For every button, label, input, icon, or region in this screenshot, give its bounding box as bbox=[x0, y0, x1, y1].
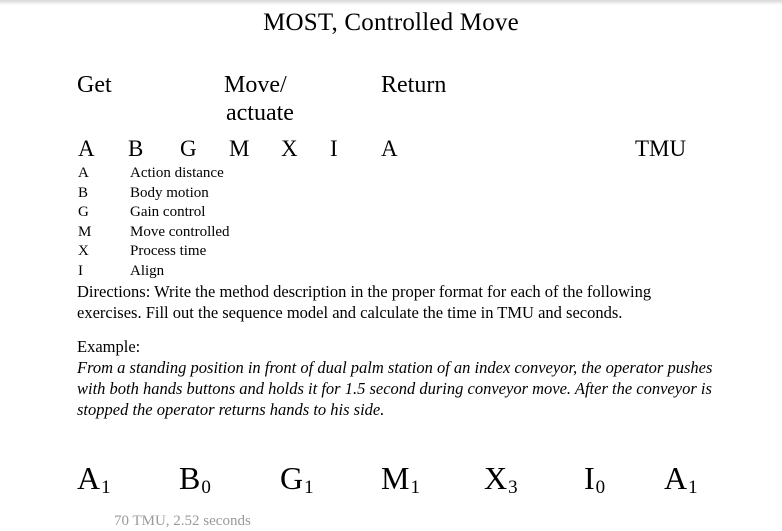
sequence-letter-b: B bbox=[128, 136, 144, 161]
sequence-letter-m: M bbox=[229, 136, 250, 161]
answer-term-letter: I bbox=[584, 460, 595, 496]
legend-description: Align bbox=[130, 262, 165, 279]
legend-list: A Action distance B Body motion G Gain c… bbox=[78, 164, 498, 281]
legend-key: G bbox=[78, 204, 89, 220]
legend-item: A Action distance bbox=[78, 164, 498, 184]
phase-header-move-line1: Move/ bbox=[224, 72, 287, 98]
legend-item: X Process time bbox=[78, 242, 498, 262]
sequence-letter-x: X bbox=[281, 136, 298, 161]
sequence-units-label: TMU bbox=[635, 136, 687, 161]
answer-term-index: 3 bbox=[508, 477, 518, 498]
legend-description: Action distance bbox=[130, 165, 224, 181]
answer-term-letter: X bbox=[484, 460, 508, 496]
page-title: MOST, Controlled Move bbox=[263, 9, 519, 36]
answer-term-index: 0 bbox=[201, 477, 211, 498]
answer-term-letter: M bbox=[381, 460, 410, 496]
legend-key: B bbox=[78, 184, 89, 201]
sequence-letter-a-first: A bbox=[78, 136, 95, 161]
answer-term-index: 1 bbox=[304, 477, 314, 498]
answer-term-index: 1 bbox=[101, 477, 111, 498]
answer-term-a1-last: A1 bbox=[664, 458, 698, 504]
page-top-edge bbox=[0, 0, 782, 5]
legend-item: I Align bbox=[78, 262, 498, 282]
answer-term-letter: B bbox=[179, 460, 201, 496]
answer-term-letter: G bbox=[280, 460, 304, 496]
answer-term-letter: A bbox=[77, 460, 101, 496]
sequence-letter-a-last: A bbox=[381, 136, 398, 161]
example-answer-sequence: A1 B0 G1 M1 X3 I0 A1 bbox=[0, 458, 782, 503]
legend-key: X bbox=[78, 243, 89, 259]
sequence-letter-g: G bbox=[180, 136, 197, 161]
phase-header-get: Get bbox=[77, 72, 112, 98]
example-answer-result: 70 TMU, 2.52 seconds bbox=[114, 513, 251, 529]
answer-term-g1: G1 bbox=[280, 458, 314, 504]
example-label: Example: bbox=[77, 337, 141, 356]
legend-description: Body motion bbox=[130, 184, 209, 201]
answer-term-b0: B0 bbox=[179, 458, 211, 504]
answer-term-index: 0 bbox=[595, 477, 606, 498]
legend-item: B Body motion bbox=[78, 184, 498, 204]
example-paragraph: From a standing position in front of dua… bbox=[77, 358, 713, 419]
answer-term-x3: X3 bbox=[484, 458, 518, 504]
answer-term-m1: M1 bbox=[381, 458, 420, 504]
answer-term-i0: I0 bbox=[584, 458, 606, 504]
legend-key: A bbox=[78, 165, 89, 181]
answer-term-letter: A bbox=[664, 460, 688, 496]
phase-header-move-line2: actuate bbox=[226, 100, 294, 126]
answer-term-index: 1 bbox=[688, 477, 698, 498]
answer-term-a1: A1 bbox=[77, 458, 111, 504]
legend-description: Process time bbox=[130, 243, 207, 259]
legend-description: Gain control bbox=[130, 204, 206, 220]
phase-header-return: Return bbox=[381, 72, 447, 98]
legend-key: I bbox=[78, 262, 83, 279]
legend-item: M Move controlled bbox=[78, 223, 498, 243]
sequence-letter-i: I bbox=[330, 136, 338, 161]
legend-description: Move controlled bbox=[130, 223, 230, 240]
legend-item: G Gain control bbox=[78, 203, 498, 223]
legend-key: M bbox=[78, 223, 92, 240]
directions-paragraph: Directions: Write the method description… bbox=[77, 282, 652, 322]
answer-term-index: 1 bbox=[410, 477, 420, 498]
